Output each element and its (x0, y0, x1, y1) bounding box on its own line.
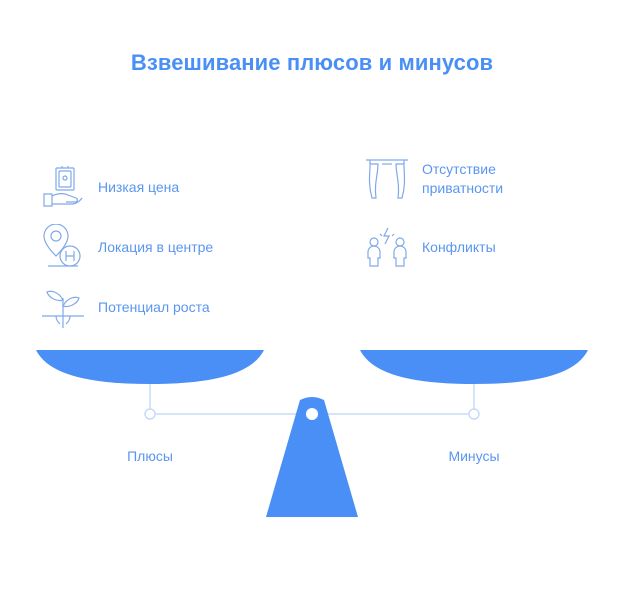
location-pin-icon (43, 224, 81, 267)
right-joint (468, 408, 480, 420)
pro-item-label: Низкая цена (98, 178, 180, 195)
curtains-icon (366, 159, 408, 199)
cons-label: Минусы (448, 448, 500, 464)
price-tag-hand-icon (43, 166, 83, 207)
pro-item-location: Локация в центре (40, 224, 213, 270)
pro-item-label: Локация в центре (98, 238, 214, 255)
con-item-conflicts: Конфликты (364, 224, 496, 270)
pro-item-low-price: Низкая цена (40, 164, 179, 210)
pro-item-growth: Потенциал роста (40, 284, 210, 330)
right-pan (360, 350, 588, 384)
left-joint (144, 408, 156, 420)
page-title: Взвешивание плюсов и минусов (130, 50, 494, 75)
fulcrum (266, 397, 358, 517)
left-pan (36, 350, 264, 384)
conflict-people-icon (367, 227, 407, 267)
con-item-label: Конфликты (422, 238, 496, 255)
con-item-label: Отсутствие приватности (422, 161, 504, 196)
sprout-growth-icon (42, 290, 84, 328)
con-item-no-privacy: Отсутствие приватности (364, 156, 532, 202)
pro-item-label: Потенциал роста (98, 298, 210, 315)
pivot-hole (306, 408, 318, 420)
pros-label: Плюсы (127, 448, 173, 464)
